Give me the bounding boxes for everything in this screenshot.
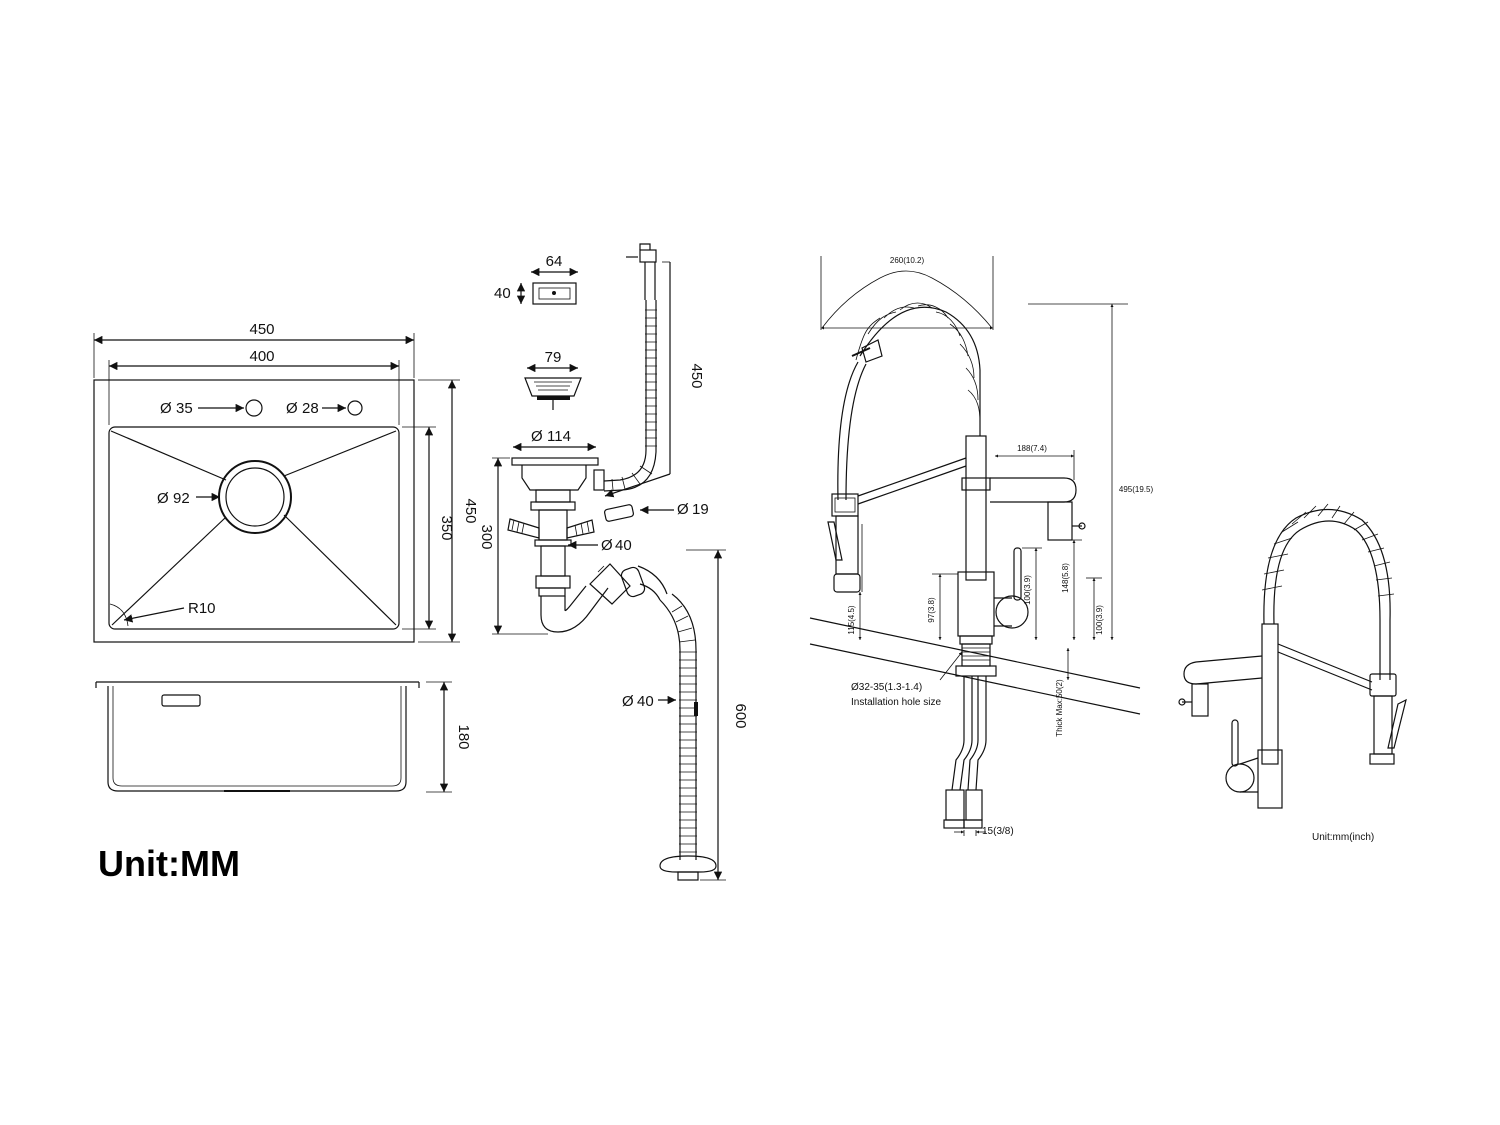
faucet-span-width: 260(10.2) <box>890 256 925 265</box>
basket-diameter: 114 <box>547 428 571 445</box>
hose-diameter: 40 <box>637 693 654 710</box>
tap-hole-diameter: 35 <box>176 400 193 417</box>
overflow-cover-width: 64 <box>546 253 563 270</box>
sink-top-view: 450 400 450 350 Ø 35 Ø 28 Ø 92 R10 <box>93 321 479 643</box>
drain-height: 300 <box>478 524 495 549</box>
phi-symbol: Ø <box>677 501 689 518</box>
phi-symbol: Ø <box>622 693 634 710</box>
phi-symbol: Ø <box>531 428 543 445</box>
spout-reach: 188(7.4) <box>1017 444 1047 453</box>
spray-height: 115(4.5) <box>847 605 856 635</box>
connector-size: 15(3/8) <box>982 826 1014 837</box>
hose-length: 600 <box>732 703 749 728</box>
soap-hole-diameter: 28 <box>302 400 319 417</box>
base-height: 100(3.9) <box>1095 605 1104 635</box>
phi-symbol: Ø <box>160 400 172 417</box>
unit-label-main: Unit:MM <box>98 843 240 884</box>
phi-symbol: Ø <box>157 490 169 507</box>
sink-outer-height: 450 <box>462 498 479 523</box>
sink-inner-height: 350 <box>438 515 455 540</box>
sink-inner-width: 400 <box>249 348 274 365</box>
sink-side-view: 180 <box>95 681 472 793</box>
overflow-hose-length: 450 <box>688 363 705 388</box>
pipe-diameter: 40 <box>615 537 632 554</box>
overflow-pipe-diameter: 19 <box>692 501 709 518</box>
install-hole-label: Installation hole size <box>851 697 941 708</box>
counter-thickness: Thick Max:50(2) <box>1055 679 1064 737</box>
phi-symbol: Ø <box>601 537 613 554</box>
install-hole-size: Ø32-35(1.3-1.4) <box>851 682 922 693</box>
sink-depth: 180 <box>455 724 472 749</box>
faucet-perspective-view <box>1178 503 1407 809</box>
spout-height: 148(5.8) <box>1061 563 1070 593</box>
drain-assembly: 64 40 79 Ø 114 <box>478 243 749 881</box>
lever-height: 97(3.8) <box>927 597 936 623</box>
faucet-total-height: 495(19.5) <box>1119 485 1154 494</box>
drain-hole-diameter: 92 <box>173 490 190 507</box>
overflow-cover-height: 40 <box>494 285 511 302</box>
strainer-diameter: 79 <box>545 349 562 366</box>
sink-outer-width: 450 <box>249 321 274 338</box>
phi-symbol: Ø <box>286 400 298 417</box>
handle-height: 100(3.9) <box>1023 575 1032 605</box>
unit-label-faucet: Unit:mm(inch) <box>1312 832 1374 843</box>
corner-radius: R10 <box>188 600 216 617</box>
faucet-side-view: 260(10.2) <box>809 256 1154 837</box>
